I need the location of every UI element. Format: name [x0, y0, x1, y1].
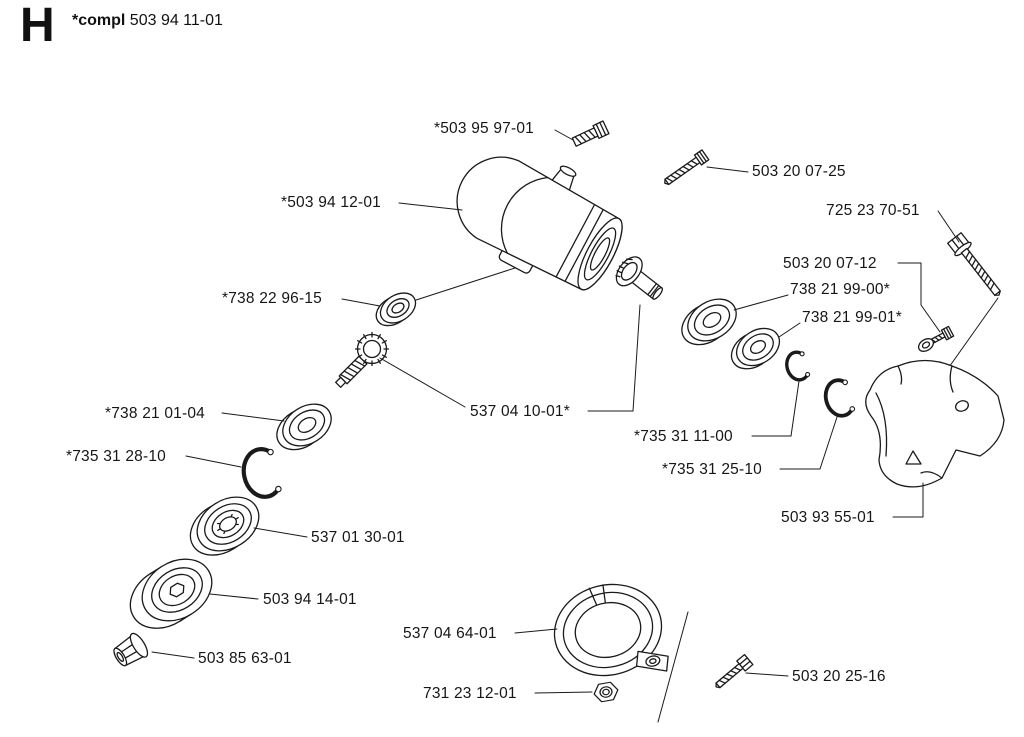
part-label-503-94-12-01: *503 94 12-01	[281, 194, 381, 211]
part-label-738-21-99-00: 738 21 99-00*	[790, 281, 890, 298]
part-label-503-20-07-12: 503 20 07-12	[783, 255, 877, 272]
part-label-503-85-63-01: 503 85 63-01	[198, 650, 292, 667]
part-circlip-735-31-11-00	[785, 350, 811, 382]
part-label-503-93-55-01: 503 93 55-01	[781, 509, 875, 526]
part-circlip-735-31-25-10	[823, 378, 856, 418]
part-label-735-31-28-10: *735 31 28-10	[66, 448, 166, 465]
part-label-738-21-01-04: *738 21 01-04	[105, 405, 205, 422]
part-circlip-735-31-28-10	[241, 447, 282, 499]
part-screw-503-20-07-12	[917, 325, 955, 352]
leader-lines	[151, 129, 960, 694]
part-label-738-22-96-15: *738 22 96-15	[222, 290, 322, 307]
part-support-cup-503-94-14-01	[129, 558, 213, 629]
part-bearing-738-21-01-04	[276, 403, 332, 451]
part-cup-washer-537-01-30-01	[189, 496, 260, 556]
part-label-503-20-07-25: 503 20 07-25	[752, 163, 846, 180]
part-pinion-gear-537-04-10-01	[335, 331, 390, 388]
assembly-compl-label: *compl	[72, 12, 126, 29]
part-bearing-738-21-99-01	[730, 327, 781, 370]
part-label-725-23-70-51: 725 23 70-51	[826, 202, 920, 219]
part-screw-503-20-07-25	[664, 149, 710, 186]
part-bolt-725-23-70-51	[947, 232, 1001, 296]
part-bevel-gear-537-04-10-01	[615, 256, 664, 300]
part-bearing-738-21-99-00	[681, 298, 737, 346]
part-nut-503-85-63-01	[113, 632, 149, 667]
assembly-part-number: 503 94 11-01	[129, 12, 223, 29]
part-label-537-04-64-01: 537 04 64-01	[403, 625, 497, 642]
assembly-header: *compl 503 94 11-01	[72, 12, 223, 30]
part-label-503-94-14-01: 503 94 14-01	[263, 591, 357, 608]
part-label-503-20-25-16: 503 20 25-16	[792, 668, 886, 685]
part-bolt-503-95-97-01	[571, 120, 610, 147]
part-label-731-23-12-01: 731 23 12-01	[423, 685, 517, 702]
part-label-537-04-10-01: 537 04 10-01*	[470, 403, 570, 420]
part-label-735-31-25-10: *735 31 25-10	[662, 461, 762, 478]
part-label-503-95-97-01: *503 95 97-01	[434, 120, 534, 137]
part-clamp-537-04-64-01	[553, 583, 669, 677]
part-label-738-21-99-01: 738 21 99-01*	[802, 309, 902, 326]
part-label-537-01-30-01: 537 01 30-01	[311, 529, 405, 546]
part-nut-731-23-12-01	[593, 681, 619, 703]
part-label-735-31-11-00: *735 31 11-00	[634, 428, 733, 445]
part-bolt-503-20-25-16	[715, 653, 754, 689]
part-gear-housing	[456, 156, 623, 291]
part-washer-738-22-96-15	[375, 292, 417, 327]
section-letter: H	[20, 0, 55, 52]
part-guard-503-93-55-01	[865, 359, 1005, 488]
